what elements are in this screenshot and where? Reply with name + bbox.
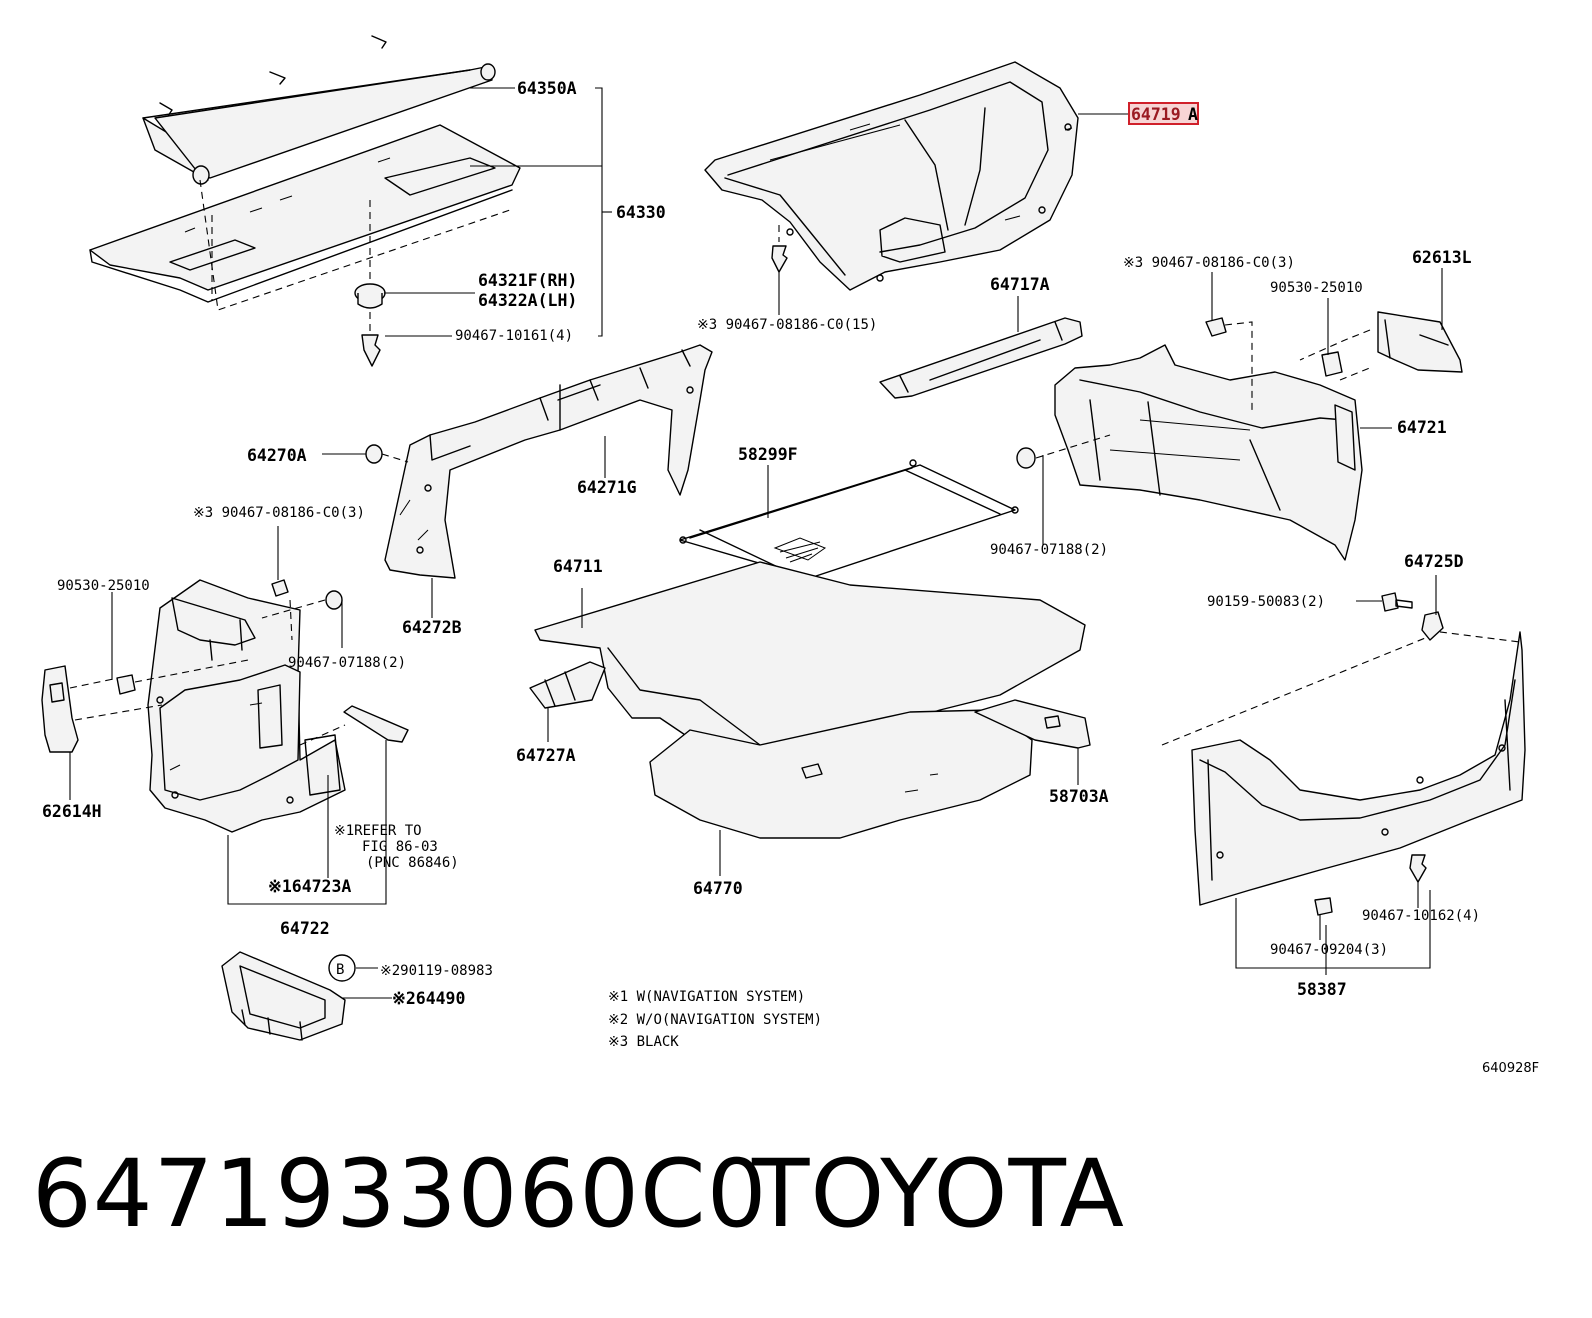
part-clip-90467-07188r <box>1016 434 1111 545</box>
part-clip-90467-08186-3l <box>271 526 293 641</box>
part-bracket-62614H <box>41 659 249 800</box>
label-64322A: 64322A(LH) <box>478 291 577 310</box>
label-90467-09204: 90467-09204(3) <box>1270 942 1388 958</box>
label-64350A: 64350A <box>517 79 577 98</box>
label-90530-25010l: 90530-25010 <box>57 578 150 594</box>
label-58387: 58387 <box>1297 980 1347 999</box>
part-bolt-90159-50083 <box>1356 592 1413 612</box>
label-64717A: 64717A <box>990 275 1050 294</box>
label-64271G: 64271G <box>577 478 637 497</box>
part-clip-90467-08186-3r <box>1205 272 1253 410</box>
part-lh-lower-trim <box>147 579 346 833</box>
label-62614H: 62614H <box>42 802 102 821</box>
part-clip-90467-07188l <box>261 590 343 648</box>
part-package-tray <box>89 124 521 311</box>
label-64723A: ※164723A <box>268 877 351 896</box>
legend-note-2: ※2 W/O(NAVIGATION SYSTEM) <box>608 1012 822 1028</box>
legend-note-3: ※3 BLACK <box>608 1034 679 1050</box>
label-90467-08186-3r: ※3 90467-08186-C0(3) <box>1123 255 1295 271</box>
circle-B <box>328 954 378 982</box>
label-90467-08186-3l: ※3 90467-08186-C0(3) <box>193 505 365 521</box>
label-90467-10161: 90467-10161(4) <box>455 328 573 344</box>
refer-line-3: (PNC 86846) <box>366 855 459 871</box>
part-rh-side-trim <box>1054 344 1363 561</box>
label-90119-08983: ※290119-08983 <box>380 963 493 979</box>
label-64711: 64711 <box>553 557 603 576</box>
part-rear-panel-58387 <box>1161 631 1526 975</box>
part-clip-90467-10161 <box>361 312 381 367</box>
part-number-caption: 6471933060C0 <box>32 1140 768 1249</box>
part-tray-64490 <box>221 951 392 1041</box>
refer-line-1: ※1REFER TO <box>334 823 422 839</box>
legend-note-1: ※1 W(NAVIGATION SYSTEM) <box>608 989 805 1005</box>
label-58299F: 58299F <box>738 445 798 464</box>
part-clip-64725D <box>1421 575 1444 641</box>
label-64490: ※264490 <box>392 989 465 1008</box>
label-90159-50083: 90159-50083(2) <box>1207 594 1325 610</box>
label-90467-10162: 90467-10162(4) <box>1362 908 1480 924</box>
part-lh-upper-trim <box>384 344 713 579</box>
label-64721: 64721 <box>1397 418 1447 437</box>
figure-code: 640928F <box>1482 1061 1539 1076</box>
label-64272B: 64272B <box>402 618 462 637</box>
part-tonneau-cover <box>142 35 496 185</box>
label-62613L: 62613L <box>1412 248 1472 267</box>
part-board-58703A <box>974 699 1091 785</box>
label-90467-07188r: 90467-07188(2) <box>990 542 1108 558</box>
label-64330: 64330 <box>616 203 666 222</box>
part-clip-90530-25010r <box>1321 298 1343 377</box>
part-clip-90467-10162 <box>1409 854 1427 908</box>
leaders-right-mid <box>1339 366 1392 429</box>
label-64321F: 64321F(RH) <box>478 271 577 290</box>
label-64727A: 64727A <box>516 746 576 765</box>
label-90467-07188l: 90467-07188(2) <box>288 655 406 671</box>
label-64719A-suffix: A <box>1188 105 1198 124</box>
part-floor-mat <box>649 709 1033 876</box>
part-trunk-lid-trim <box>704 61 1079 291</box>
part-clip-90467-09204 <box>1314 897 1333 940</box>
label-90530-25010r: 90530-25010 <box>1270 280 1363 296</box>
part-bracket-64727A <box>529 661 606 742</box>
brand-caption: TOYOTA <box>752 1140 1125 1249</box>
label-64770: 64770 <box>693 879 743 898</box>
label-58703A: 58703A <box>1049 787 1109 806</box>
label-64725D: 64725D <box>1404 552 1464 571</box>
refer-line-2: FIG 86-03 <box>362 839 438 855</box>
part-pad-64723A <box>227 705 409 905</box>
highlight-64719A <box>1078 102 1199 125</box>
part-clip-64321 <box>354 283 386 309</box>
leaders-top-left <box>384 87 612 337</box>
part-bracket-62613L <box>1299 268 1463 373</box>
label-64270A: 64270A <box>247 446 307 465</box>
part-cargo-net <box>679 459 1019 590</box>
part-clip-90530-25010l <box>111 592 136 695</box>
part-clip-64270A <box>322 444 409 464</box>
circle-b-letter: B <box>336 962 344 978</box>
part-clip-90467-08186-15 <box>771 225 788 315</box>
label-64722: 64722 <box>280 919 330 938</box>
label-64719A-number: 64719 <box>1131 105 1181 124</box>
part-bracket-64717A <box>879 296 1083 399</box>
label-90467-08186-15: ※3 90467-08186-C0(15) <box>697 317 877 333</box>
